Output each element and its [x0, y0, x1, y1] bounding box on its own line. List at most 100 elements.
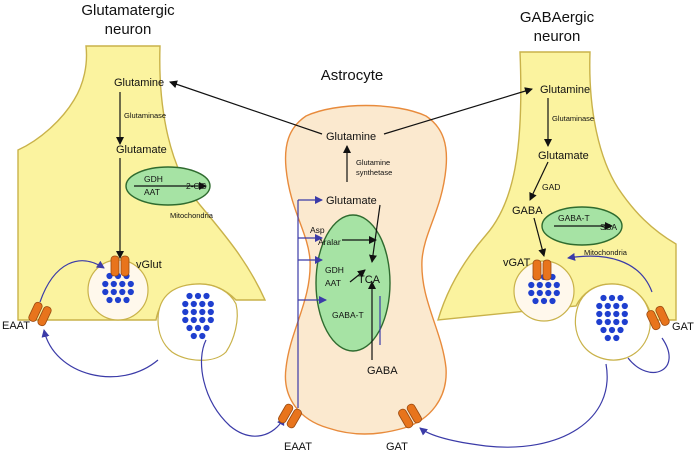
neurotransmitter-dot	[596, 302, 603, 310]
gaba-gat-label: GAT	[672, 321, 694, 333]
astro-aat-label: AAT	[325, 278, 341, 288]
glut-glutamate-label: Glutamate	[116, 144, 167, 156]
astro-gaba-label: GABA	[367, 365, 398, 377]
neurotransmitter-dot	[207, 308, 214, 316]
astro-gdh-label: GDH	[325, 265, 344, 275]
astro-gaba-t-label: GABA-T	[332, 310, 364, 320]
gaba-glutamate-label: Glutamate	[538, 150, 589, 162]
neurotransmitter-dot	[540, 297, 548, 305]
neurotransmitter-dot	[553, 289, 560, 297]
asp-label: Asp	[310, 225, 325, 235]
gaba-glutaminase-label: Glutaminase	[552, 114, 594, 123]
neurotransmitter-dot	[114, 296, 122, 304]
glut-neuron-title-1: Glutamatergic	[81, 2, 175, 19]
gaba-neuron-title-2: neuron	[534, 28, 581, 45]
neurotransmitter-dot	[106, 296, 113, 304]
astro-glutamate-label: Glutamate	[326, 195, 377, 207]
gaba-t-label: GABA-T	[558, 213, 590, 223]
neurotransmitter-dot	[549, 297, 556, 305]
neurotransmitter-dot	[199, 300, 206, 308]
gad-label: GAD	[542, 182, 560, 192]
neurotransmitter-dot	[596, 318, 603, 326]
vglut-label: vGlut	[136, 259, 162, 271]
ssa-label: SSA	[600, 222, 617, 232]
neurotransmitter-dot	[110, 280, 117, 288]
neurotransmitter-dot	[127, 280, 134, 288]
glut-glutaminase-label: Glutaminase	[124, 111, 166, 120]
glut-glutamine-label: Glutamine	[114, 77, 164, 89]
neurotransmitter-dot	[608, 326, 616, 334]
glut-eaat-transporter	[28, 301, 52, 327]
neurotransmitter-dot	[604, 302, 611, 310]
neurotransmitter-dot	[608, 294, 616, 302]
neurotransmitter-dot	[600, 326, 607, 334]
neurotransmitter-dot	[207, 300, 214, 308]
neurotransmitter-dot	[536, 281, 543, 289]
neurotransmitter-dot	[110, 288, 117, 296]
vgat-transporter	[532, 259, 552, 281]
glut-mitochondria-label: Mitochondria	[170, 211, 214, 220]
astro-gat-label: GAT	[386, 441, 408, 453]
glut-vesicle-released	[157, 283, 238, 361]
neurotransmitter-dot	[203, 324, 210, 332]
neurotransmitter-dot	[199, 308, 206, 316]
neurotransmitter-dot	[119, 280, 126, 288]
gaba-neuron-title-1: GABAergic	[520, 9, 595, 26]
astro-eaat-label: EAAT	[284, 441, 312, 453]
vglut-transporter	[110, 255, 130, 277]
neurotransmitter-dot	[123, 296, 130, 304]
neurotransmitter-dot	[613, 310, 620, 318]
neurotransmitter-dot	[604, 310, 611, 318]
astro-glutamine-label: Glutamine	[326, 131, 376, 143]
neurotransmitter-dots	[102, 272, 628, 342]
tca-label: TCA	[358, 274, 381, 286]
neurotransmitter-dot	[621, 318, 628, 326]
glut-neuron-title-2: neuron	[105, 21, 152, 38]
astro-gat-transporter	[398, 403, 422, 429]
gaba-glutamine-label: Glutamine	[540, 84, 590, 96]
neurotransmitter-dot	[186, 324, 193, 332]
neurotransmitter-dot	[182, 308, 189, 316]
neurotransmitter-dot	[528, 289, 535, 297]
neurotransmitter-dot	[194, 292, 202, 300]
gaba-vesicle-released	[574, 283, 651, 361]
neurotransmitter-dot	[194, 324, 202, 332]
neurotransmitter-dot	[613, 318, 620, 326]
vgat-label: vGAT	[503, 257, 531, 269]
neurotransmitter-dot	[186, 292, 193, 300]
neurotransmitter-dot	[199, 332, 206, 340]
pathway-arrows	[116, 80, 613, 360]
neurotransmitter-dot	[545, 289, 552, 297]
neurotransmitter-dot	[190, 308, 197, 316]
neurotransmitter-dot	[207, 316, 214, 324]
neurotransmitter-dot	[190, 316, 197, 324]
neurotransmitter-dot	[613, 302, 620, 310]
astrocyte-title: Astrocyte	[321, 67, 384, 84]
neurotransmitter-dot	[528, 281, 535, 289]
astro-synthetase-label-2: synthetase	[356, 168, 392, 177]
neurotransmitter-dot	[617, 326, 624, 334]
neurotransmitter-dot	[545, 281, 552, 289]
neurotransmitter-dot	[203, 292, 210, 300]
neurotransmitter-dot	[182, 300, 189, 308]
neurotransmitter-dot	[621, 310, 628, 318]
gaba-gat-transporter	[646, 305, 670, 331]
neurotransmitter-dot	[613, 334, 620, 342]
neurotransmitter-dot	[119, 288, 126, 296]
neurotransmitter-dot	[190, 332, 197, 340]
glut-aat-label: AAT	[144, 187, 160, 197]
glut-2og-label: 2-OG	[186, 181, 207, 191]
neurotransmitter-dot	[182, 316, 189, 324]
neurotransmitter-dot	[532, 297, 539, 305]
neurotransmitter-dot	[102, 280, 109, 288]
neurotransmitter-dot	[190, 300, 197, 308]
neurotransmitter-dot	[604, 334, 611, 342]
glut-eaat-label: EAAT	[2, 320, 30, 332]
astro-eaat-transporter	[278, 403, 302, 429]
neurotransmitter-dot	[536, 289, 543, 297]
neurotransmitter-dot	[127, 288, 134, 296]
transporters	[28, 255, 670, 429]
neurotransmitter-dot	[604, 318, 611, 326]
neurotransmitter-dot	[596, 310, 603, 318]
